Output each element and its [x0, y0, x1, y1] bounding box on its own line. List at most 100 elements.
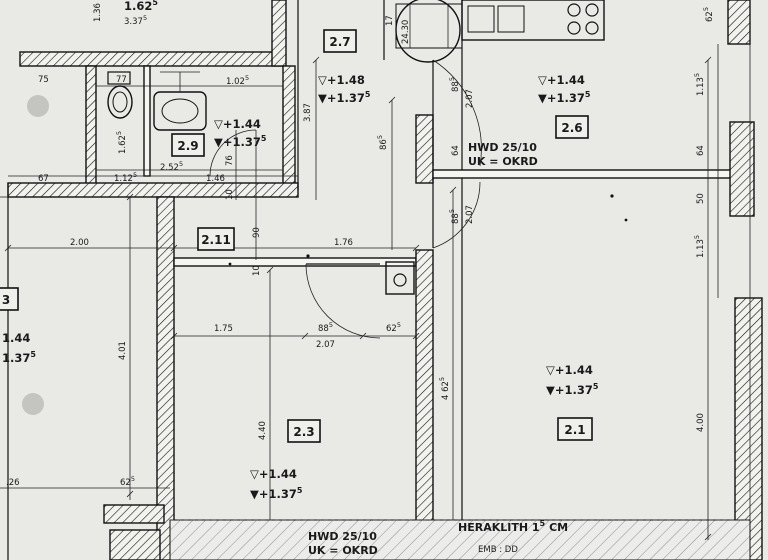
wall-bath-bottom: [7, 182, 299, 198]
wall-bottom-left: [103, 504, 165, 524]
wall-central-upper: [415, 114, 434, 184]
door-swing-29: [209, 129, 257, 177]
note-uk-top: UK = OKRD: [468, 155, 538, 168]
room-id-partial: 3: [2, 293, 10, 307]
room-id: 2.1: [564, 423, 585, 437]
dim-label: 24.30: [401, 20, 411, 44]
dot-mark: [610, 194, 614, 198]
dim-label: 1.46: [206, 174, 225, 184]
wall-central: [415, 249, 434, 560]
dim-label: 1.76: [334, 238, 353, 248]
dim-label: 885: [448, 77, 461, 92]
room-label-box: [197, 227, 235, 251]
dim-label: 3.87: [303, 103, 313, 122]
dim-label: 625: [120, 475, 135, 488]
dim-label: 885: [318, 321, 333, 334]
note-hwd-top: HWD 25/10: [468, 141, 537, 154]
dim-label: 4.00: [696, 413, 706, 432]
binder-hole-bottom: [22, 393, 44, 415]
dim-label: 1.135: [693, 73, 706, 96]
room-id: 2.6: [561, 121, 582, 135]
dim-label: 1.025: [226, 74, 249, 87]
dim-label: 64: [696, 145, 706, 156]
dim-label: 10: [252, 265, 262, 276]
wall-right-mid: [729, 121, 755, 217]
level-open: ▽+1.48: [318, 73, 365, 87]
wall-bath-top: [19, 51, 283, 67]
dim-label: 625: [386, 321, 401, 334]
dim-label: 67: [38, 174, 49, 184]
note-emb: EMB : DD: [478, 545, 518, 555]
dim-label: 50: [696, 193, 706, 204]
wall-26-21: [432, 169, 734, 179]
dim-label: 1.36: [93, 3, 103, 22]
level-fill-partial: 1.375: [2, 350, 36, 365]
dim-label: 2.07: [316, 340, 335, 350]
dim-label: 885: [448, 209, 461, 224]
wall-bath-right: [282, 65, 296, 197]
wall-toilet-left: [85, 65, 97, 187]
room-id: 2.3: [293, 425, 314, 439]
level-open: ▽+1.44: [538, 73, 585, 87]
level-fill: ▼+1.375: [214, 134, 267, 149]
door-swing-26: [432, 59, 482, 167]
dim-label: 2.07: [465, 89, 475, 108]
dim-label: 625: [702, 7, 715, 22]
duct-fixture: [385, 261, 415, 295]
wall-right-top: [727, 0, 751, 45]
room-label-box: [323, 29, 357, 53]
level-open: ▽+1.44: [546, 363, 593, 377]
room-label-box-partial: [0, 287, 19, 311]
dim-label: 2.525: [160, 160, 183, 173]
dim-label: 64: [451, 145, 461, 156]
dim-label: .26: [6, 478, 20, 488]
dim-label: 10: [225, 189, 235, 200]
room-label-box: [171, 133, 205, 157]
dot-mark: [624, 218, 628, 222]
level-fill: ▼+1.375: [318, 90, 371, 105]
level-fill: ▼+1.375: [538, 90, 591, 105]
dim-label: 4.40: [258, 421, 268, 440]
dim-label: 1.625: [124, 0, 158, 13]
dim-label: 76: [225, 155, 235, 166]
room-label-box: [287, 419, 321, 443]
door-swing-23: [305, 263, 381, 339]
binder-hole-top: [27, 95, 49, 117]
door-swing-21: [432, 178, 481, 249]
room-label-box: [557, 417, 593, 441]
dimension-labels: 2.00 1.76 1.75 885 625 2.07 75 77 1.025 …: [6, 0, 715, 488]
dim-label: 1.75: [214, 324, 233, 334]
dim-label: 2.07: [465, 205, 475, 224]
level-open-partial: 1.44: [2, 331, 30, 345]
dim-label: 90: [252, 227, 262, 238]
dim-label: 75: [38, 75, 49, 85]
wall-toilet-bath: [143, 65, 151, 177]
washbasin-fixture: [153, 71, 207, 131]
dim-label: 865: [376, 135, 389, 150]
level-open: ▽+1.44: [214, 117, 261, 131]
level-fill: ▼+1.375: [250, 486, 303, 501]
dot-mark: [228, 262, 232, 266]
dim-label: 17: [385, 15, 395, 26]
note-uk-bottom: UK = OKRD: [308, 544, 378, 557]
shaft-symbol: [395, 0, 463, 63]
dim-label: 1.625: [115, 131, 128, 154]
dim-label: 4 625: [438, 377, 451, 400]
wall-left-23: [156, 196, 175, 560]
room-id: 2.11: [201, 233, 231, 247]
room-id: 2.9: [177, 139, 198, 153]
dim-label: 1.135: [693, 235, 706, 258]
wall-211-23: [173, 257, 417, 267]
dim-label: 3.375: [124, 14, 147, 27]
level-fill: ▼+1.375: [546, 382, 599, 397]
room-label-box: [555, 115, 589, 139]
room-id: 2.7: [329, 35, 350, 49]
wall-bottom-left-b: [109, 529, 161, 560]
dim-label: 2.00: [70, 238, 89, 248]
note-hwd-bottom: HWD 25/10: [308, 530, 377, 543]
wall-topleft-right: [271, 0, 287, 67]
wall-right-low: [734, 297, 763, 560]
